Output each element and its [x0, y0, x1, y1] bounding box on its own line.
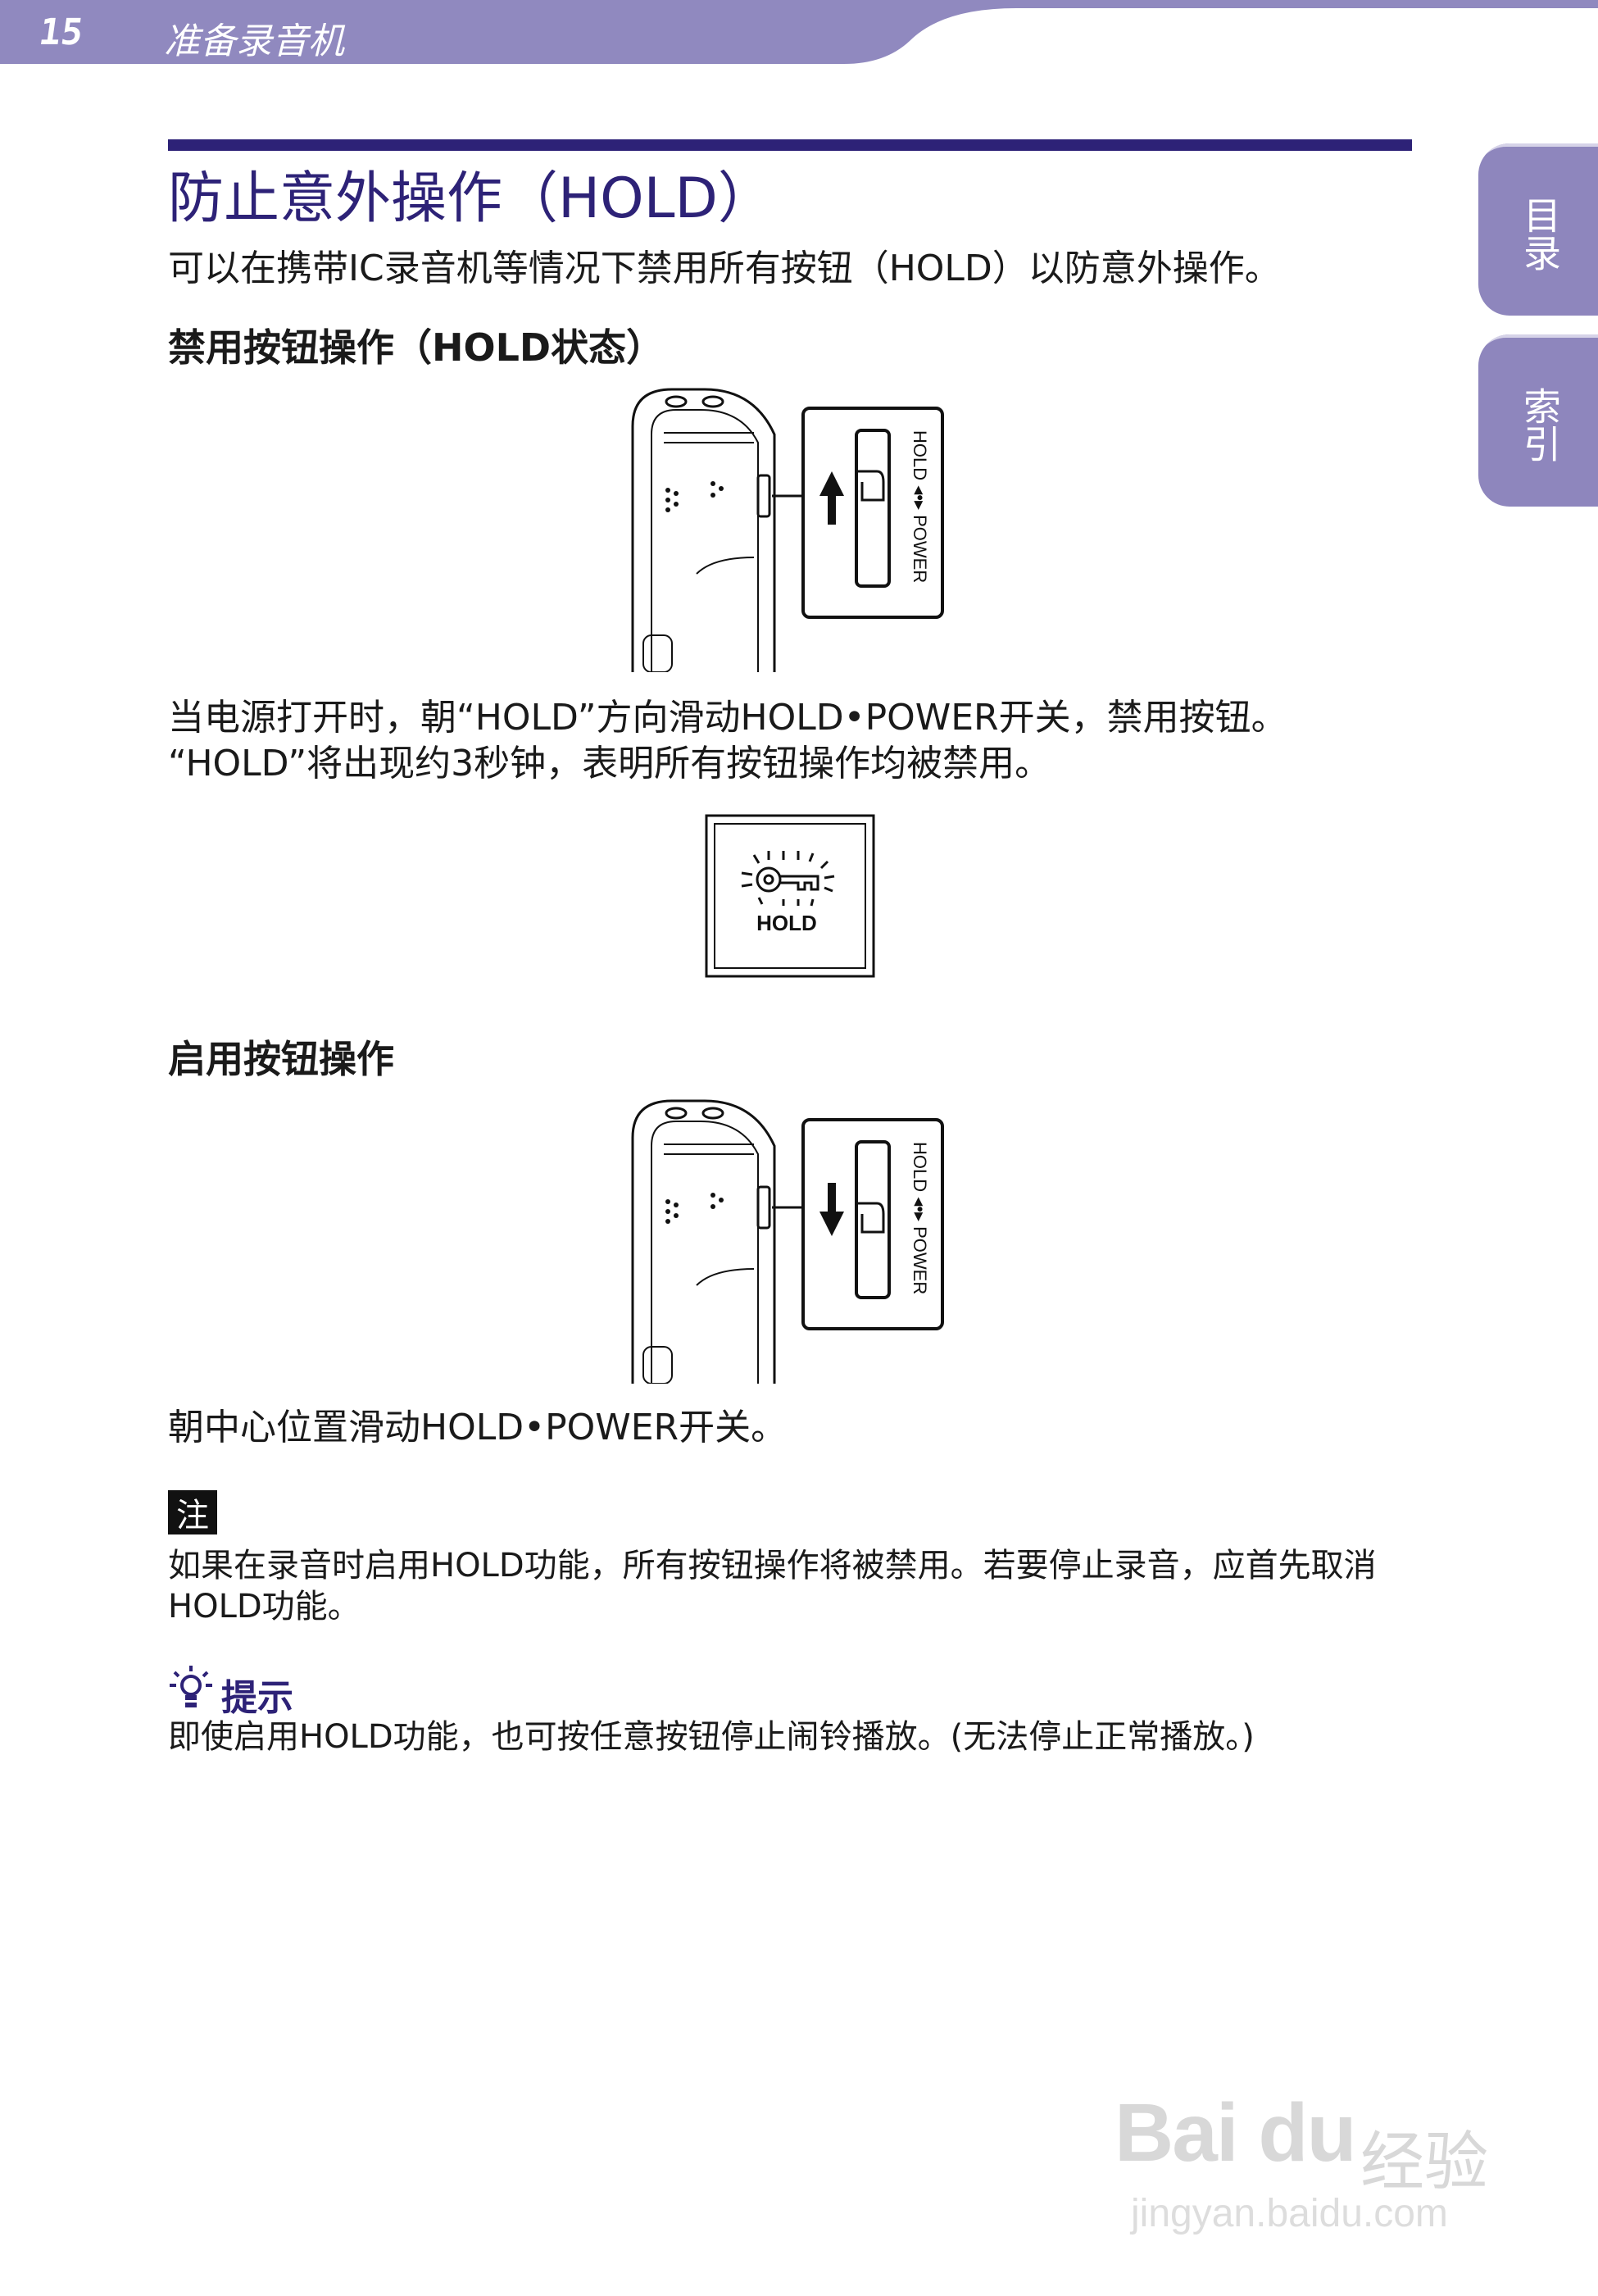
power-switch-figure: HOLD ◂•▸ POWER [631, 1099, 944, 1384]
section-title: 准备录音机 [164, 20, 344, 62]
hold-power-label: HOLD ◂•▸ POWER [910, 430, 930, 583]
tip-text: 即使启用HOLD功能，也可按任意按钮停止闹铃播放。(无法停止正常播放。) [168, 1718, 1255, 1756]
page-number: 15 [36, 11, 86, 53]
disable-subheading: 禁用按钮操作（HOLD状态） [168, 325, 665, 370]
tab-index-label: 索引 [1518, 387, 1562, 462]
hold-display-figure: HOLD [705, 814, 875, 978]
hold-display-text: HOLD [756, 911, 817, 935]
lightbulb-icon [170, 1666, 212, 1707]
disable-instruction-1: 当电源打开时，朝“HOLD”方向滑动HOLD•POWER开关，禁用按钮。 [168, 697, 1287, 739]
hold-power-label-2: HOLD ◂•▸ POWER [910, 1142, 930, 1294]
tab-index[interactable]: 索引 [1478, 334, 1598, 507]
title-rule [168, 139, 1412, 151]
intro-paragraph: 可以在携带IC录音机等情况下禁用所有按钮（HOLD）以防意外操作。 [168, 248, 1281, 289]
enable-subheading: 启用按钮操作 [168, 1037, 394, 1081]
key-icon [741, 851, 835, 907]
note-text: 如果在录音时启用HOLD功能，所有按钮操作将被禁用。若要停止录音，应首先取消HO… [168, 1547, 1377, 1625]
watermark-brand: Bai du [1115, 2087, 1357, 2179]
tab-table-of-contents[interactable]: 目录 [1478, 143, 1598, 316]
disable-instruction-2: “HOLD”将出现约3秒钟，表明所有按钮操作均被禁用。 [168, 743, 1051, 784]
enable-instruction: 朝中心位置滑动HOLD•POWER开关。 [168, 1407, 788, 1448]
tab-toc-label: 目录 [1518, 196, 1562, 271]
page-heading: 防止意外操作（HOLD） [168, 166, 774, 231]
hold-switch-figure: HOLD ◂•▸ POWER [631, 388, 944, 672]
tip-label: 提示 [221, 1677, 293, 1719]
header-band [0, 0, 1598, 64]
watermark-url: jingyan.baidu.com [1131, 2192, 1448, 2235]
watermark-suffix: 经验 [1360, 2126, 1489, 2199]
note-badge: 注 [168, 1490, 217, 1534]
baidu-watermark: Bai du 经验 jingyan.baidu.com [1115, 2053, 1541, 2250]
